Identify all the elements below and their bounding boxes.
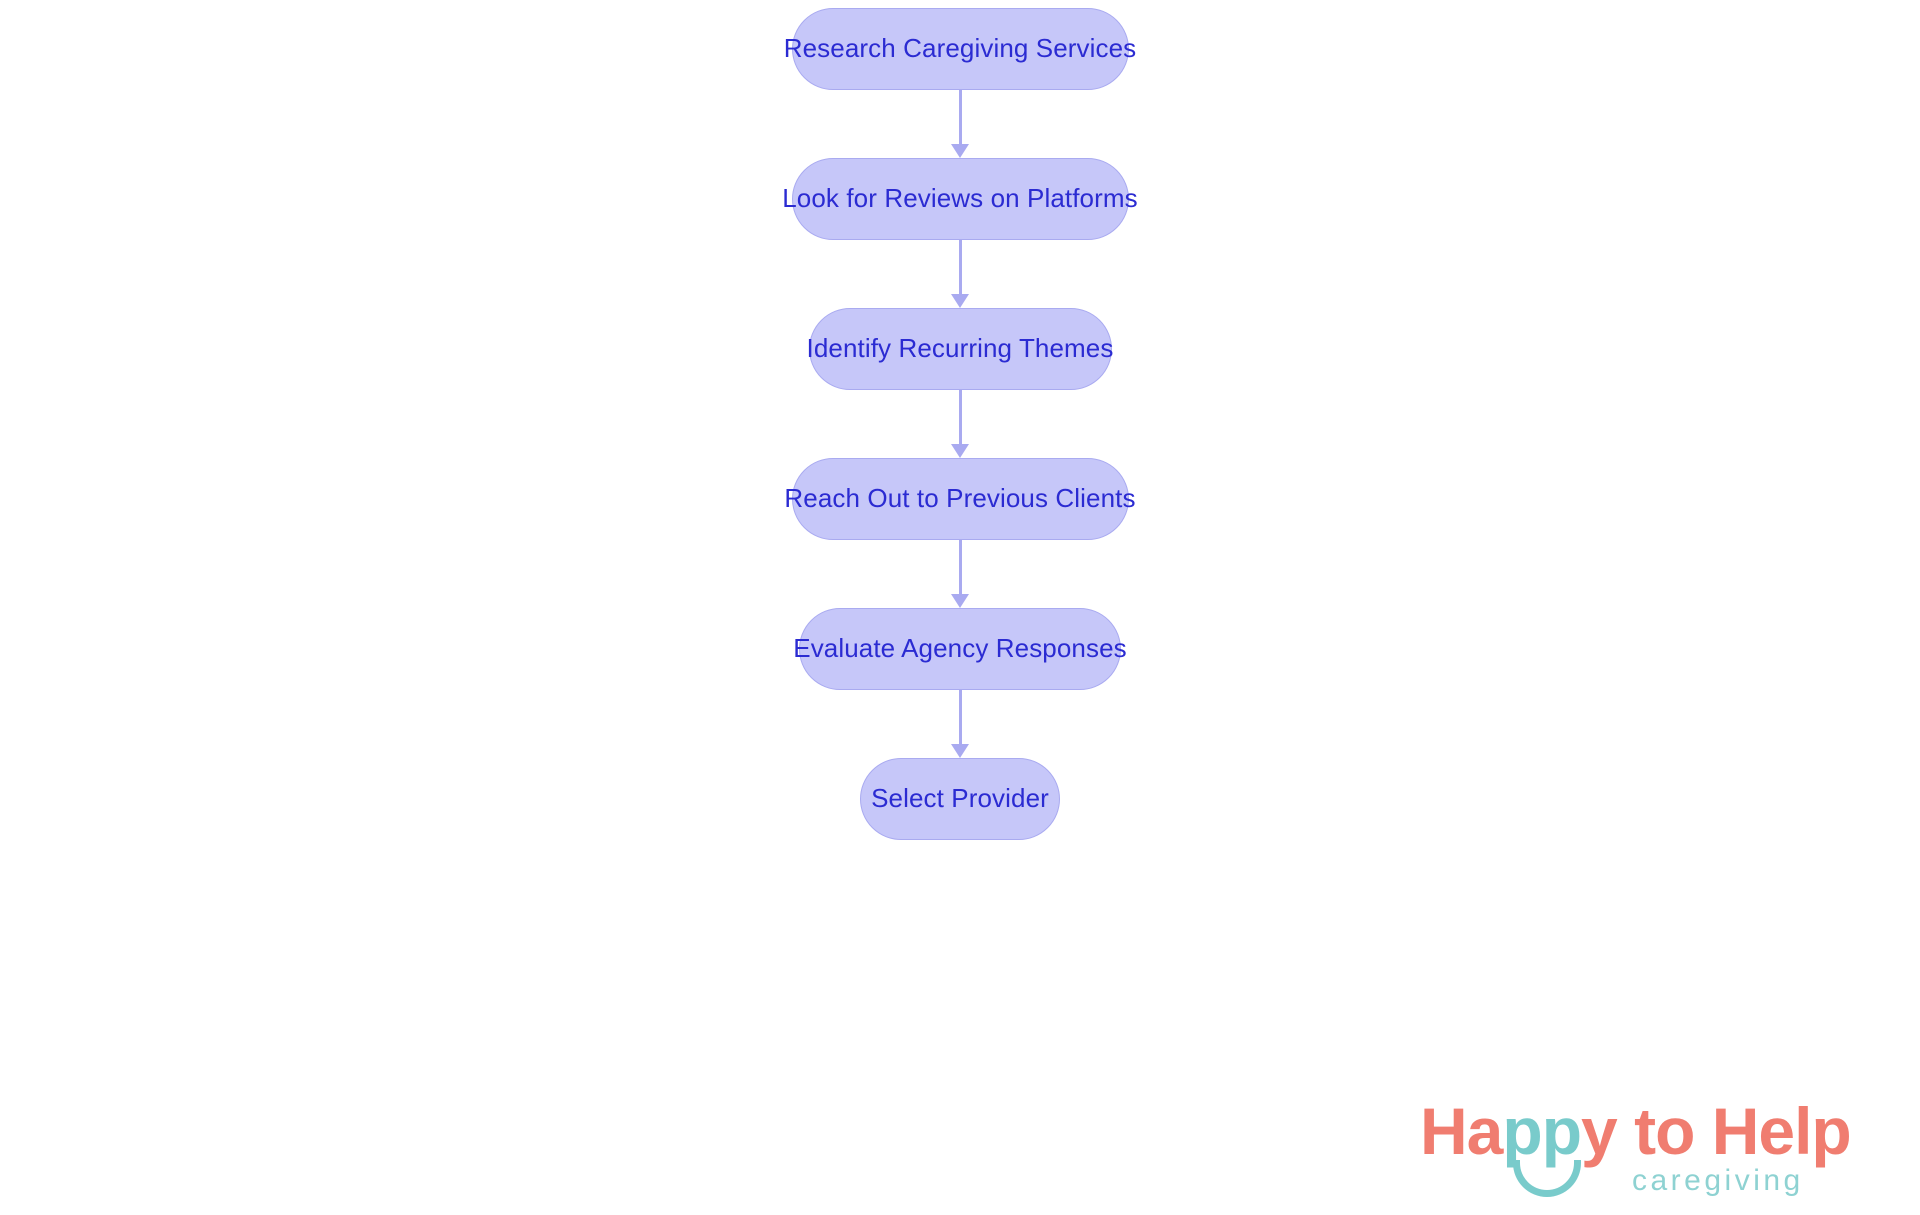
node-label: Select Provider: [871, 783, 1049, 813]
flowchart-edge-n5-n6: [940, 690, 980, 758]
logo-letter-y: y: [1581, 1094, 1618, 1168]
node-label: Reach Out to Previous Clients: [784, 483, 1136, 513]
node-label: Look for Reviews on Platforms: [782, 183, 1138, 213]
flowchart-node-reach-out-to-previous-clients[interactable]: Reach Out to Previous Clients: [784, 458, 1135, 540]
logo-letters-pp: pp: [1502, 1094, 1582, 1168]
flowchart-node-identify-recurring-themes[interactable]: Identify Recurring Themes: [806, 308, 1114, 390]
logo-letter-h: H: [1420, 1094, 1468, 1168]
edge-line: [958, 540, 962, 595]
down-arrow-icon: [951, 444, 969, 458]
flowchart-node-stack: Research Caregiving Services Look for Re…: [782, 8, 1138, 840]
logo-word-to-help: to Help: [1616, 1094, 1852, 1168]
node-label: Research Caregiving Services: [783, 33, 1137, 63]
flowchart-node-evaluate-agency-responses[interactable]: Evaluate Agency Responses: [793, 608, 1127, 690]
flowchart-edge-n1-n2: [940, 90, 980, 158]
happy-to-help-logo: Happy to Help caregiving: [1420, 1098, 1900, 1210]
edge-line: [958, 390, 962, 445]
flowchart-edge-n4-n5: [940, 540, 980, 608]
logo-letter-a: a: [1466, 1094, 1504, 1168]
edge-line: [958, 240, 962, 295]
down-arrow-icon: [951, 144, 969, 158]
down-arrow-icon: [951, 744, 969, 758]
edge-line: [958, 690, 962, 745]
logo-wordmark: Happy to Help: [1420, 1098, 1852, 1164]
down-arrow-icon: [951, 294, 969, 308]
flowchart-node-research-caregiving-services[interactable]: Research Caregiving Services: [784, 8, 1136, 90]
node-label: Evaluate Agency Responses: [793, 633, 1127, 663]
flowchart-node-select-provider[interactable]: Select Provider: [860, 758, 1060, 840]
flowchart-node-look-for-reviews-on-platforms[interactable]: Look for Reviews on Platforms: [782, 158, 1138, 240]
edge-line: [958, 90, 962, 145]
logo-tagline: caregiving: [1632, 1164, 1804, 1197]
flowchart-edge-n3-n4: [940, 390, 980, 458]
flowchart-edge-n2-n3: [940, 240, 980, 308]
down-arrow-icon: [951, 594, 969, 608]
smile-arc-icon: [1513, 1160, 1581, 1197]
node-label: Identify Recurring Themes: [806, 333, 1114, 363]
